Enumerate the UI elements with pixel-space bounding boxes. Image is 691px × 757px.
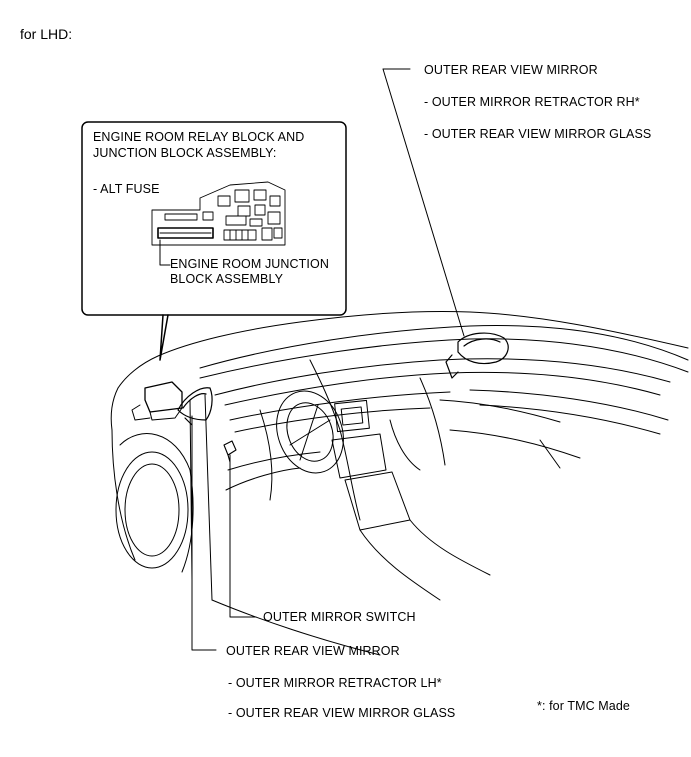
page-heading: for LHD: <box>20 26 73 42</box>
left-mirror-leader <box>191 415 217 651</box>
footnote: *: for TMC Made <box>537 699 630 713</box>
left-mirror-label: OUTER REAR VIEW MIRROR <box>226 644 400 658</box>
mirror-switch-label: OUTER MIRROR SWITCH <box>263 610 416 624</box>
relay-block-callout-box <box>81 121 347 316</box>
right-mirror-retractor-label: - OUTER MIRROR RETRACTOR RH* <box>424 95 640 109</box>
relay-block-callout-pointer <box>159 314 169 361</box>
right-outer-mirror-icon <box>445 332 509 379</box>
relay-block-title-line1: ENGINE ROOM RELAY BLOCK AND <box>93 130 305 144</box>
junction-block-label-line2: BLOCK ASSEMBLY <box>170 272 284 286</box>
junction-block-label-line1: ENGINE ROOM JUNCTION <box>170 257 329 271</box>
right-mirror-glass-label: - OUTER REAR VIEW MIRROR GLASS <box>424 127 652 141</box>
car-body-outline <box>110 311 689 656</box>
relay-block-title-line2: JUNCTION BLOCK ASSEMBLY: <box>93 146 277 160</box>
relay-block-detail-icon <box>151 181 286 246</box>
right-mirror-label: OUTER REAR VIEW MIRROR <box>424 63 598 77</box>
left-outer-mirror-icon <box>177 387 213 426</box>
alt-fuse-label: - ALT FUSE <box>93 182 160 196</box>
mirror-switch-leader <box>229 454 257 618</box>
junction-block-leader <box>159 239 171 266</box>
left-mirror-retractor-label: - OUTER MIRROR RETRACTOR LH* <box>228 676 442 690</box>
right-mirror-leader <box>382 68 465 337</box>
left-mirror-glass-label: - OUTER REAR VIEW MIRROR GLASS <box>228 706 456 720</box>
